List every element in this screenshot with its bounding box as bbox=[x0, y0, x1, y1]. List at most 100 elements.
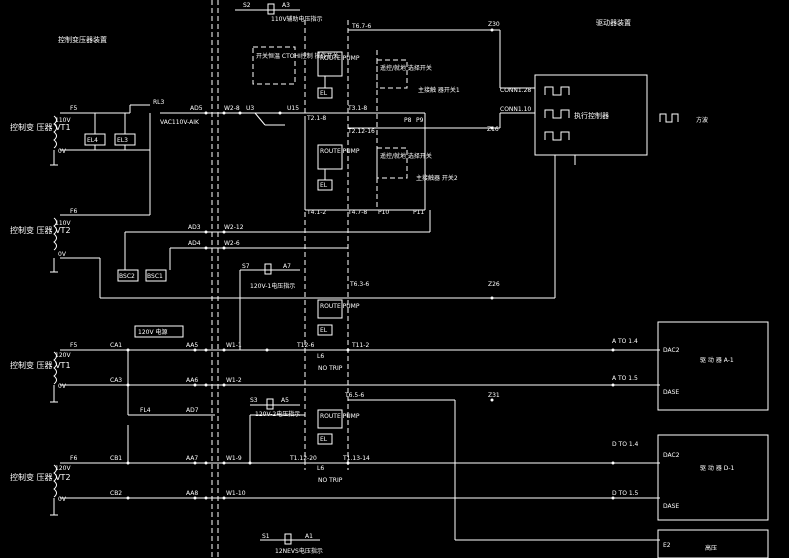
label-p9: P9 bbox=[416, 117, 424, 124]
label-f6-b: F6 bbox=[70, 455, 77, 462]
label-0v-b: 0V bbox=[58, 251, 67, 258]
square-wave-label: 方波 bbox=[696, 116, 708, 124]
label-z30: Z30 bbox=[488, 21, 500, 28]
label-t1-13-14: T1.13-14 bbox=[342, 455, 370, 462]
label-conn1-28: CONN1.28 bbox=[500, 87, 531, 94]
title-control-device: 控制变压器装置 bbox=[58, 35, 107, 44]
indicator-120v-1: S7 A7 120V-1电压指示 bbox=[239, 263, 300, 350]
switch-note-1: 主接触 器开关1 bbox=[418, 86, 460, 94]
label-120v-b: 120V bbox=[55, 465, 71, 472]
label-ad3: AD3 bbox=[188, 224, 201, 231]
label-aa7: AA7 bbox=[186, 455, 198, 462]
label-w1-9: W1-9 bbox=[226, 455, 242, 462]
label-vac110: VAC110V-AIK bbox=[160, 119, 200, 126]
label-t6-7-6: T6.7-6 bbox=[351, 23, 371, 30]
label-t6-5-6: T6.5-6 bbox=[344, 392, 364, 399]
label-t4-7-8: T4.7-8 bbox=[347, 209, 367, 216]
label-u15: U15 bbox=[287, 105, 299, 112]
label-a7: A7 bbox=[283, 263, 291, 270]
indicator-12v: S1 A1 12NEVS电压指示 bbox=[260, 533, 323, 555]
label-120v-a: 120V bbox=[55, 352, 71, 359]
route-pump-2: ROUTE PUMP bbox=[320, 148, 360, 155]
label-u3: U3 bbox=[246, 105, 254, 112]
bus-lines bbox=[211, 0, 378, 558]
label-aa6: AA6 bbox=[186, 377, 198, 384]
title-120v-1-indicator: 120V-1电压指示 bbox=[250, 282, 295, 290]
route-pump-group-upper: ROUTE PUMP EL ROUTE PUMP EL bbox=[317, 51, 360, 191]
label-ad4: AD4 bbox=[188, 240, 201, 247]
bsc2-box: BSC2 bbox=[119, 273, 135, 280]
label-ca3: CA3 bbox=[110, 377, 122, 384]
label-w2-12: W2-12 bbox=[224, 224, 244, 231]
label-s1: S1 bbox=[262, 533, 270, 540]
label-f5-b: F5 bbox=[70, 342, 77, 349]
label-w2-6: W2-6 bbox=[224, 240, 240, 247]
label-ad7: AD7 bbox=[186, 407, 199, 414]
label-dase-b: DASE bbox=[663, 503, 679, 510]
label-rl3: RL3 bbox=[153, 99, 165, 106]
label-w1-1: W1-1 bbox=[226, 342, 242, 349]
label-d-to-1-4: D TO 1.4 bbox=[612, 441, 639, 448]
route-pump-4: ROUTE PUMP bbox=[320, 413, 360, 420]
driver-blocks: A TO 1.4 A TO 1.5 D TO 1.4 D TO 1.5 DAC2… bbox=[612, 321, 769, 558]
label-p8: P8 bbox=[404, 117, 412, 124]
transformer-vt1-b: 控制变 压器 VT1 bbox=[10, 360, 71, 370]
exec-controller-title: 执行控制器 bbox=[574, 111, 609, 120]
label-ca1: CA1 bbox=[110, 342, 122, 349]
label-a1: A1 bbox=[305, 533, 313, 540]
label-p11: P11 bbox=[413, 209, 424, 216]
label-0v-c: 0V bbox=[58, 383, 67, 390]
label-a3: A3 bbox=[282, 2, 290, 9]
indicator-120v-2: S3 A5 120V-2电压指示 bbox=[250, 397, 300, 418]
exec-controller-block: 执行控制器 方波 CONN1.28 CONN1.10 bbox=[500, 74, 708, 298]
el-4: EL bbox=[320, 436, 328, 443]
label-t2-12-16: T2.12-16 bbox=[347, 128, 375, 135]
circuit-110v: BSC2 BSC1 EL4 EL3 bbox=[60, 87, 535, 299]
label-t4-1-2: T4.1-2 bbox=[306, 209, 326, 216]
transformer-vt1-a: 控制变 压器 VT1 bbox=[10, 122, 71, 132]
label-cb1: CB1 bbox=[110, 455, 122, 462]
label-dac2-b: DAC2 bbox=[663, 452, 680, 459]
label-z16: Z16 bbox=[487, 126, 499, 133]
label-ad5: AD5 bbox=[190, 105, 203, 112]
circuit-120v bbox=[60, 296, 660, 541]
label-a-to-1-5: A TO 1.5 bbox=[612, 375, 638, 382]
label-110v-a: 110V bbox=[55, 117, 71, 124]
label-s3: S3 bbox=[250, 397, 258, 404]
el3-box: EL3 bbox=[117, 137, 128, 144]
switch-box: 开关恒温 CTOHI控制 操作开关 bbox=[252, 46, 339, 85]
title-120v-power: 120V 电源 bbox=[138, 328, 167, 336]
label-p10: P10 bbox=[378, 209, 389, 216]
el-3: EL bbox=[320, 327, 328, 334]
label-t1-12-20: T1.12-20 bbox=[289, 455, 317, 462]
high-voltage-title: 高压 bbox=[705, 544, 717, 552]
label-fl4: FL4 bbox=[140, 407, 151, 414]
indicator-110v: S2 A3 110V辅助电压指示 bbox=[235, 2, 323, 23]
title-drive-device: 驱动器装置 bbox=[596, 18, 631, 27]
label-0v-a: 0V bbox=[58, 148, 67, 155]
label-0v-d: 0V bbox=[58, 496, 67, 503]
remote-op-1: 遥控/就地 选择开关 bbox=[380, 64, 432, 72]
label-aa5: AA5 bbox=[186, 342, 198, 349]
label-110v-b: 110V bbox=[55, 220, 71, 227]
label-a5: A5 bbox=[281, 397, 289, 404]
remote-switch-group: 遥控/就地 选择开关 遥控/就地 选择开关 主接触 器开关1 主接触器 开关2 bbox=[376, 59, 460, 182]
label-a-to-1-4: A TO 1.4 bbox=[612, 338, 638, 345]
transformer-coils-upper bbox=[50, 115, 58, 273]
label-f6-a: F6 bbox=[70, 208, 77, 215]
label-aa8: AA8 bbox=[186, 490, 198, 497]
title-120v-2-indicator: 120V-2电压指示 bbox=[255, 410, 300, 418]
remote-op-2: 遥控/就地 选择开关 bbox=[380, 152, 432, 160]
power-120v-box bbox=[134, 325, 184, 338]
label-z26: Z26 bbox=[488, 281, 500, 288]
transformer-coils-lower bbox=[50, 351, 58, 516]
driver-d-title: 驱 动 器 D-1 bbox=[700, 465, 735, 472]
label-t12-6: T12-6 bbox=[296, 342, 314, 349]
label-w2-8: W2-8 bbox=[224, 105, 240, 112]
el-2: EL bbox=[320, 182, 328, 189]
transformer-vt2-a: 控制变 压器 VT2 bbox=[10, 225, 71, 235]
label-d-to-1-5: D TO 1.5 bbox=[612, 490, 639, 497]
route-pump-3: ROUTE PUMP bbox=[320, 303, 360, 310]
switch-note-2: 主接触器 开关2 bbox=[416, 174, 458, 182]
